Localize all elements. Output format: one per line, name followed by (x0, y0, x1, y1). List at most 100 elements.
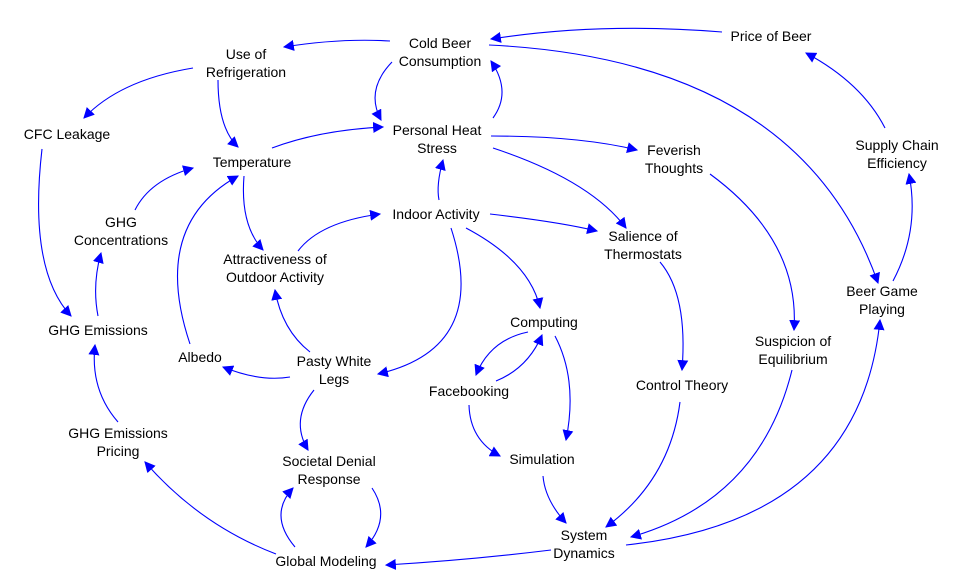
node-label-line: Legs (319, 371, 349, 387)
node-label-line: Temperature (213, 154, 292, 170)
node-label-line: Equilibrium (758, 351, 827, 367)
node-control-theory: Control Theory (636, 377, 728, 393)
link-temperature-to-personal-heat-stress (271, 121, 385, 149)
link-control-theory-to-system-dynamics (605, 401, 681, 528)
node-label-line: Suspicion of (755, 333, 831, 349)
node-label-line: Pasty White (297, 353, 372, 369)
node-label-line: Concentrations (74, 232, 168, 248)
link-indoor-activity-to-computing (465, 227, 544, 310)
node-label: Indoor Activity (392, 206, 479, 222)
node-label-line: CFC Leakage (24, 126, 111, 142)
node-label-line: System (561, 527, 608, 543)
node-label: GHG Concentrations (74, 214, 168, 248)
node-label: Price of Beer (731, 28, 812, 44)
link-societal-denial-response-to-global-modeling (365, 487, 382, 548)
link-cfc-leakage-to-ghg-emissions (38, 148, 72, 317)
link-use-of-refrigeration-to-cfc-leakage (83, 67, 194, 119)
node-label-line: Response (297, 471, 360, 487)
link-layer (38, 27, 917, 570)
link-indoor-activity-to-personal-heat-stress (435, 158, 446, 201)
node-label-line: GHG Emissions (68, 425, 168, 441)
node-global-modeling: Global Modeling (275, 553, 376, 569)
link-supply-chain-efficiency-to-price-of-beer (805, 52, 886, 129)
node-label-line: Computing (510, 314, 578, 330)
link-simulation-to-system-dynamics (542, 475, 567, 524)
link-indoor-activity-to-pasty-white-legs (376, 227, 462, 378)
node-simulation: Simulation (509, 451, 574, 467)
link-computing-to-simulation (554, 335, 574, 442)
node-salience-of-thermostats: Salience of Thermostats (604, 228, 682, 262)
node-label-line: Global Modeling (275, 553, 376, 569)
node-ghg-concentrations: GHG Concentrations (74, 214, 168, 248)
link-personal-heat-stress-to-salience-of-thermostats (492, 147, 627, 229)
node-label-line: Dynamics (553, 545, 614, 561)
link-ghg-emissions-to-ghg-concentrations (93, 251, 104, 317)
link-facebooking-to-simulation (468, 404, 501, 457)
link-temperature-to-attractiveness-of-outdoor-activity (242, 175, 264, 251)
link-ghg-emissions-pricing-to-ghg-emissions (88, 343, 119, 423)
link-facebooking-to-computing (495, 333, 544, 382)
link-global-modeling-to-societal-denial-response (280, 487, 296, 548)
link-salience-of-thermostats-to-control-theory (659, 261, 689, 372)
node-label: Simulation (509, 451, 574, 467)
node-label-line: Supply Chain (855, 137, 938, 153)
node-label-line: Pricing (97, 443, 140, 459)
node-label-line: Beer Game (846, 283, 918, 299)
node-label: Temperature (213, 154, 292, 170)
node-label: Suspicion of Equilibrium (755, 333, 831, 367)
link-cold-beer-consumption-to-personal-heat-stress (371, 61, 393, 121)
link-personal-heat-stress-to-cold-beer-consumption (490, 60, 503, 119)
node-label-line: Control Theory (636, 377, 728, 393)
link-use-of-refrigeration-to-temperature (217, 79, 239, 148)
node-label-line: Cold Beer (409, 35, 472, 51)
node-ghg-emissions: GHG Emissions (48, 322, 148, 338)
node-label-line: Indoor Activity (392, 206, 479, 222)
node-label-line: Albedo (178, 349, 222, 365)
node-label-line: Use of (226, 46, 267, 62)
link-pasty-white-legs-to-albedo (221, 365, 291, 379)
node-label: Computing (510, 314, 578, 330)
link-feverish-thoughts-to-suspicion-of-equilibrium (709, 173, 801, 332)
link-indoor-activity-to-salience-of-thermostats (489, 213, 599, 235)
node-label-line: Price of Beer (731, 28, 812, 44)
node-label-line: Facebooking (429, 383, 509, 399)
link-global-modeling-to-ghg-emissions-pricing (144, 461, 277, 555)
link-cold-beer-consumption-to-beer-game-playing (488, 44, 880, 285)
node-label-line: Thermostats (604, 246, 682, 262)
node-label: GHG Emissions (48, 322, 148, 338)
link-ghg-concentrations-to-temperature (134, 165, 195, 211)
link-price-of-beer-to-cold-beer-consumption (489, 27, 723, 43)
node-label-line: Salience of (608, 228, 677, 244)
link-suspicion-of-equilibrium-to-system-dynamics (629, 369, 793, 540)
node-label: Global Modeling (275, 553, 376, 569)
link-computing-to-facebooking (474, 331, 529, 377)
node-label-line: Outdoor Activity (226, 269, 324, 285)
node-facebooking: Facebooking (429, 383, 509, 399)
node-label-line: GHG Emissions (48, 322, 148, 338)
node-suspicion-of-equilibrium: Suspicion of Equilibrium (755, 333, 831, 367)
node-indoor-activity: Indoor Activity (392, 206, 479, 222)
node-label-line: Feverish (647, 142, 701, 158)
link-personal-heat-stress-to-feverish-thoughts (490, 135, 639, 153)
link-beer-game-playing-to-supply-chain-efficiency (892, 172, 917, 282)
node-temperature: Temperature (213, 154, 292, 170)
node-label-line: Consumption (399, 53, 482, 69)
link-cold-beer-consumption-to-use-of-refrigeration (282, 39, 391, 51)
node-label-line: GHG (105, 214, 137, 230)
